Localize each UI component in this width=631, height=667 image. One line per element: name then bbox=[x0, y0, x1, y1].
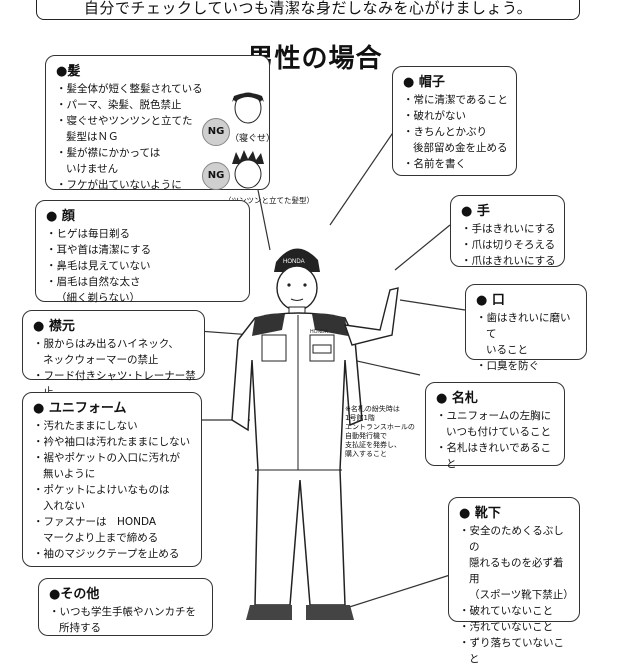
hair-section: ●髪 髪全体が短く整髪されている パーマ、染髪、脱色禁止 寝ぐせやツンツンと立て… bbox=[45, 55, 270, 193]
hair-title: ●髪 bbox=[56, 64, 81, 79]
list-item: 袖のマジックテープを止める bbox=[33, 546, 193, 562]
instruction-banner: 自分でチェックしていつも清潔な身だしなみを心がけましょう。 bbox=[36, 0, 580, 20]
uniform-list: 汚れたままにしない 衿や袖口は汚れたままにしない 裾やポケットの入口に汚れが 無… bbox=[33, 418, 193, 562]
chest-logo: HONDA bbox=[310, 329, 329, 335]
uniform-title: ● ユニフォーム bbox=[33, 401, 127, 416]
ng-badge-bedhead: NG bbox=[202, 118, 230, 146]
socks-section: ● 靴下 安全のためくるぶしの 隠れるものを必ず着用 （スポーツ靴下禁止） 破れ… bbox=[448, 497, 580, 665]
hands-section: ● 手 手はきれいにする 爪は切りそろえる 爪はきれいにする bbox=[450, 195, 565, 267]
other-list: いつも学生手帳やハンカチを 所持する bbox=[49, 604, 204, 636]
collar-list: 服からはみ出るハイネック、 ネックウォーマーの禁止 フード付きシャツ･トレーナー… bbox=[33, 336, 196, 400]
other-title: ●その他 bbox=[49, 587, 100, 602]
ng-badge-spiky: NG bbox=[202, 162, 230, 190]
cap-section: ● 帽子 常に清潔であること 破れがない きちんとかぶり 後部留め金を止める 名… bbox=[392, 66, 517, 176]
list-item: 破れがない bbox=[403, 108, 508, 124]
list-item: 歯はきれいに磨いて いること bbox=[476, 310, 578, 358]
cap-list: 常に清潔であること 破れがない きちんとかぶり 後部留め金を止める 名前を書く bbox=[403, 92, 508, 172]
uniform-figure-illustration: HONDA HONDA bbox=[184, 114, 466, 620]
list-item: ファスナーは HONDA マークより上まで締める bbox=[33, 514, 193, 546]
list-item: 髪が襟にかかっては いけません bbox=[56, 145, 261, 177]
list-item: 眉毛は自然な太さ （細く剃らない） bbox=[46, 274, 241, 306]
bedhead-face-illustration bbox=[232, 92, 264, 124]
list-item: 衿や袖口は汚れたままにしない bbox=[33, 434, 193, 450]
list-item: 鼻毛は見えていない bbox=[46, 258, 241, 274]
cap-logo: HONDA bbox=[283, 259, 305, 265]
list-item: 爪はきれいにする bbox=[461, 253, 556, 269]
ng-caption-bedhead: （寝ぐせ） bbox=[230, 134, 276, 144]
socks-title: ● 靴下 bbox=[459, 506, 501, 521]
list-item: 破れていないこと bbox=[459, 603, 571, 619]
socks-list: 安全のためくるぶしの 隠れるものを必ず着用 （スポーツ靴下禁止） 破れていないこ… bbox=[459, 523, 574, 667]
list-item: 名前を書く bbox=[403, 156, 508, 172]
collar-title: ● 襟元 bbox=[33, 319, 75, 334]
ng-caption-spiky: （ツンツンと立てた髪型） bbox=[224, 196, 314, 205]
hands-title: ● 手 bbox=[461, 204, 490, 219]
spiky-hair-face-illustration bbox=[232, 150, 264, 189]
nametag-list: ユニフォームの左胸に いつも付けていること 名札はきれいであること bbox=[436, 408, 556, 472]
list-item: 手はきれいにする bbox=[461, 221, 556, 237]
hair-list: 髪全体が短く整髪されている パーマ、染髪、脱色禁止 寝ぐせやツンツンと立てた 髪… bbox=[56, 81, 261, 193]
uniform-section: ● ユニフォーム 汚れたままにしない 衿や袖口は汚れたままにしない 裾やポケット… bbox=[22, 392, 202, 567]
list-item: ポケットによけいなものは 入れない bbox=[33, 482, 193, 514]
face-list: ヒゲは毎日剃る 耳や首は清潔にする 鼻毛は見えていない 眉毛は自然な太さ （細く… bbox=[46, 226, 241, 306]
list-item: 汚れたままにしない bbox=[33, 418, 193, 434]
nametag-title: ● 名札 bbox=[436, 391, 478, 406]
list-item: ユニフォームの左胸に いつも付けていること bbox=[436, 408, 556, 440]
list-item: 名札はきれいであること bbox=[436, 440, 556, 472]
list-item: 裾やポケットの入口に汚れが 無いように bbox=[33, 450, 193, 482]
nametag-section: ● 名札 ユニフォームの左胸に いつも付けていること 名札はきれいであること bbox=[425, 382, 565, 470]
face-title: ● 顔 bbox=[46, 209, 75, 224]
nametag-loss-note: ※名札の紛失時は 1号館1階 エントランスホールの 自動発行機で 支払証を発券し… bbox=[345, 405, 415, 458]
list-item: フケが出ていないように bbox=[56, 177, 261, 193]
mouth-list: 歯はきれいに磨いて いること 口臭を防ぐ bbox=[476, 310, 578, 374]
list-item: 汚れていないこと bbox=[459, 619, 571, 635]
list-item: 寝ぐせやツンツンと立てた 髪型はＮＧ bbox=[56, 113, 261, 145]
collar-section: ● 襟元 服からはみ出るハイネック、 ネックウォーマーの禁止 フード付きシャツ･… bbox=[22, 310, 205, 398]
list-item: 常に清潔であること bbox=[403, 92, 508, 108]
face-section: ● 顔 ヒゲは毎日剃る 耳や首は清潔にする 鼻毛は見えていない 眉毛は自然な太さ… bbox=[35, 200, 250, 304]
list-item: 耳や首は清潔にする bbox=[46, 242, 241, 258]
list-item: いつも学生手帳やハンカチを 所持する bbox=[49, 604, 204, 636]
other-section: ●その他 いつも学生手帳やハンカチを 所持する bbox=[38, 578, 213, 636]
list-item: 髪全体が短く整髪されている bbox=[56, 81, 261, 97]
mouth-title: ● 口 bbox=[476, 293, 505, 308]
hands-list: 手はきれいにする 爪は切りそろえる 爪はきれいにする bbox=[461, 221, 556, 269]
list-item: きちんとかぶり 後部留め金を止める bbox=[403, 124, 508, 156]
mouth-section: ● 口 歯はきれいに磨いて いること 口臭を防ぐ bbox=[465, 284, 587, 372]
list-item: 安全のためくるぶしの 隠れるものを必ず着用 （スポーツ靴下禁止） bbox=[459, 523, 574, 603]
cap-title: ● 帽子 bbox=[403, 75, 445, 90]
list-item: ずり落ちていないこと bbox=[459, 635, 571, 667]
list-item: ヒゲは毎日剃る bbox=[46, 226, 241, 242]
list-item: 爪は切りそろえる bbox=[461, 237, 556, 253]
list-item: パーマ、染髪、脱色禁止 bbox=[56, 97, 261, 113]
list-item: 口臭を防ぐ bbox=[476, 358, 578, 374]
list-item: 服からはみ出るハイネック、 ネックウォーマーの禁止 bbox=[33, 336, 196, 368]
